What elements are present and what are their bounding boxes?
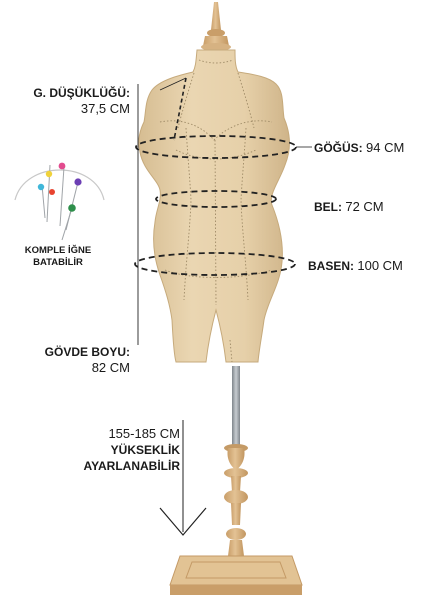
bust-label: GÖĞÜS: 94 CM (314, 140, 404, 156)
pin-head-yellow-icon (45, 170, 53, 178)
pins-caption: KOMPLE İĞNE BATABİLİR (10, 245, 106, 269)
pin-head-pink-icon (58, 162, 66, 170)
waist-line (155, 190, 277, 208)
hip-label: BASEN: 100 CM (308, 258, 403, 274)
shoulder-drop-value: 37,5 CM (80, 101, 130, 116)
height-arrow (159, 420, 207, 536)
hip-title: BASEN: (308, 259, 355, 273)
waist-value: 72 CM (345, 199, 384, 214)
bust-value: 94 CM (366, 140, 405, 155)
torso-length-title: GÖVDE BOYU: (44, 345, 130, 359)
waist-label: BEL: 72 CM (314, 199, 384, 215)
pin-head-red-icon (49, 189, 55, 195)
pin-head-purple-icon (74, 178, 82, 186)
bust-title: GÖĞÜS: (314, 141, 363, 155)
stand-pole (232, 366, 240, 448)
shoulder-drop-label: G. DÜŞÜKLÜĞÜ: 37,5 CM (8, 86, 130, 116)
pin-head-cyan-icon (37, 183, 45, 191)
wooden-stand (169, 444, 303, 595)
waist-title: BEL: (314, 200, 342, 214)
torso (138, 49, 290, 363)
pins-caption-line2: BATABİLİR (33, 257, 83, 268)
height-title: YÜKSEKLİK (110, 443, 180, 457)
hip-line (134, 252, 296, 276)
height-range: 155-185 CM (108, 426, 180, 441)
shoulder-drop-line (173, 77, 187, 141)
pin-head-green-icon (68, 204, 76, 212)
torso-length-value: 82 CM (91, 360, 130, 375)
torso-length-label: GÖVDE BOYU: 82 CM (10, 345, 130, 375)
pins-caption-line1: KOMPLE İĞNE (24, 245, 92, 256)
height-label: 155-185 CM YÜKSEKLİK AYARLANABİLİR (40, 426, 180, 474)
height-adjustable: AYARLANABİLİR (83, 459, 180, 473)
shoulder-drop-title: G. DÜŞÜKLÜĞÜ: (33, 86, 130, 100)
top-finial (201, 2, 231, 51)
pins-illustration (14, 162, 105, 241)
hip-value: 100 CM (357, 258, 403, 273)
